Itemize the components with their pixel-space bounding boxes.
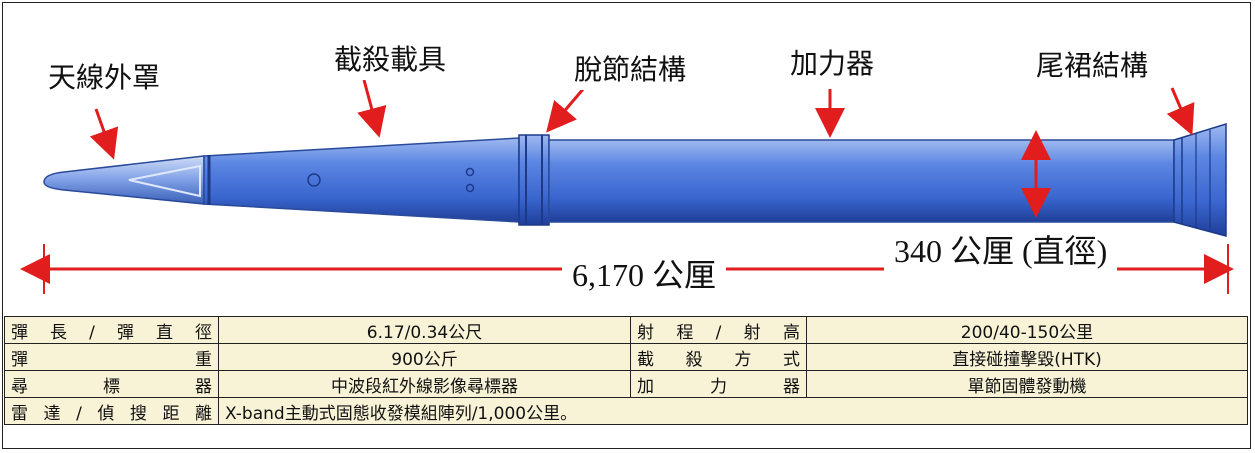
label-separation-structure: 脫節結構 [566, 46, 695, 90]
table-row: 彈長/彈直徑 6.17/0.34公尺 射程/射高 200/40-150公里 [4, 316, 1248, 344]
spec-value: 200/40-150公里 [806, 316, 1248, 344]
spec-key: 射程/射高 [630, 316, 807, 344]
spec-key: 雷達/偵搜距離 [4, 397, 219, 425]
table-row: 尋標器 中波段紅外線影像尋標器 加力器 單節固體發動機 [4, 370, 1248, 398]
spec-value: 900公斤 [218, 343, 631, 371]
missile-drawing [19, 79, 1234, 294]
arrow-tail [1166, 87, 1195, 136]
label-length: 6,170 公厘 [562, 250, 727, 296]
spec-key: 彈長/彈直徑 [4, 316, 219, 344]
spec-key: 彈重 [4, 343, 219, 371]
spec-value: 單節固體發動機 [806, 370, 1248, 398]
spec-value: 6.17/0.34公尺 [218, 316, 631, 344]
label-antenna-cover: 天線外罩 [40, 54, 169, 98]
spec-value-wide: X-band主動式固態收發模組陣列/1,000公里。 [218, 397, 1248, 425]
arrow-kill-vehicle [357, 79, 387, 138]
label-diameter: 340 公厘 (直徑) [884, 226, 1118, 272]
spec-key: 加力器 [630, 370, 807, 398]
table-row: 彈重 900公斤 截殺方式 直接碰撞擊毀(HTK) [4, 343, 1248, 371]
table-row: 雷達/偵搜距離 X-band主動式固態收發模組陣列/1,000公里。 [4, 397, 1248, 425]
label-booster: 加力器 [782, 40, 883, 84]
label-tail-skirt: 尾裙結構 [1028, 42, 1157, 86]
arrow-antenna [89, 108, 119, 160]
spec-key: 尋標器 [4, 370, 219, 398]
spec-key: 截殺方式 [630, 343, 807, 371]
arrow-separation [546, 87, 586, 133]
spec-value: 直接碰撞擊毀(HTK) [806, 343, 1248, 371]
missile-diagram: 天線外罩 截殺載具 脫節結構 加力器 尾裙結構 340 公厘 (直徑) 6,17… [4, 4, 1251, 312]
missile-body [43, 122, 1227, 237]
spec-table: 彈長/彈直徑 6.17/0.34公尺 射程/射高 200/40-150公里 彈重… [4, 316, 1248, 425]
label-kill-vehicle: 截殺載具 [326, 36, 455, 80]
spec-value: 中波段紅外線影像尋標器 [218, 370, 631, 398]
